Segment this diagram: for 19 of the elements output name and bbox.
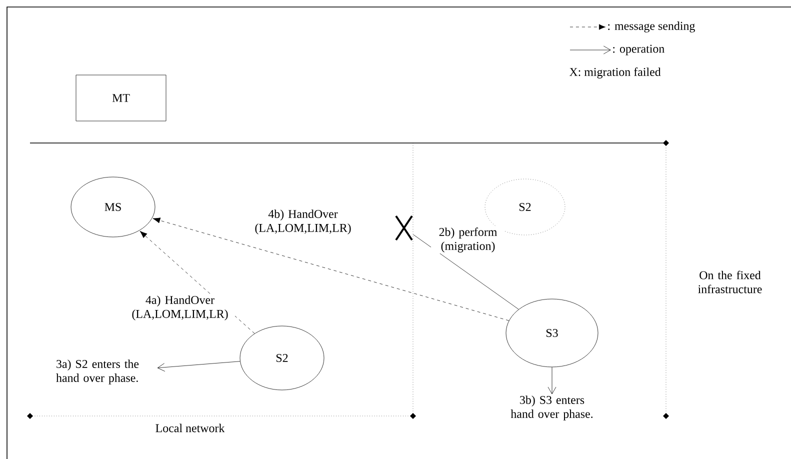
step-text: 3b) S3 enters hand over phase. xyxy=(510,396,593,420)
region-label: Local network xyxy=(156,424,225,432)
legend-text: : operation xyxy=(613,44,664,56)
label-box: MT xyxy=(76,74,166,122)
arrow xyxy=(548,367,556,394)
edge-label: 4a) HandOver (LA,LOM,LIM,LR) xyxy=(125,294,235,322)
arrow xyxy=(152,218,510,321)
legend-text: : message sending xyxy=(608,22,695,32)
region-label: On the fixed infrastructure xyxy=(698,270,762,294)
ellipse-node: MS xyxy=(70,176,156,238)
edge-label: 4b) HandOver (LA,LOM,LIM,LR) xyxy=(248,208,358,236)
arrow xyxy=(140,230,255,334)
legend-text: X: migration failed xyxy=(569,68,661,78)
edge-label: 2b) perform (migration) xyxy=(431,226,505,254)
failure-mark xyxy=(395,215,413,241)
ellipse-node: S2 xyxy=(240,326,324,390)
step-text: 3a) S2 enters the hand over phase. xyxy=(56,360,139,384)
arrow xyxy=(157,361,240,372)
ellipse-node: S3 xyxy=(506,298,598,368)
